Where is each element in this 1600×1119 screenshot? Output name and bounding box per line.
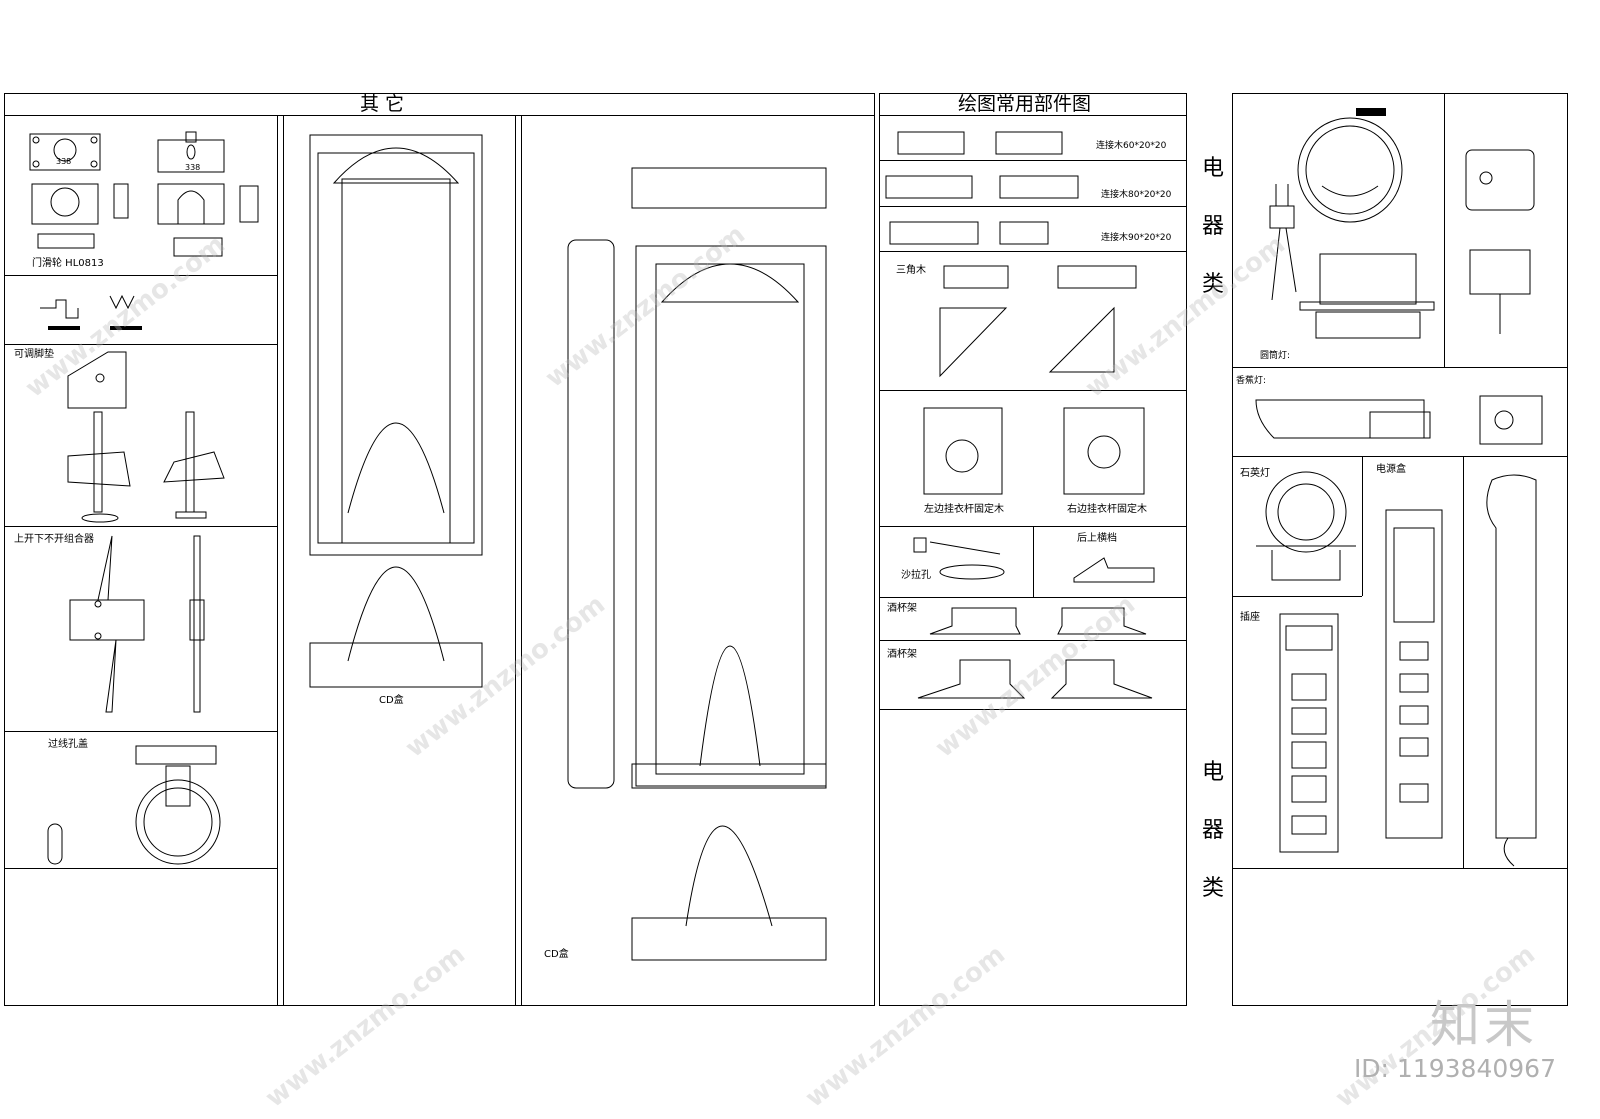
- row-line: [879, 251, 1187, 252]
- col-divider-3: [515, 115, 516, 1006]
- door-wheel-label: 门滑轮 HL0813: [32, 258, 104, 269]
- cd-rack-large-icon: [566, 166, 830, 966]
- wine-rack-label-1: 酒杯架: [887, 603, 917, 614]
- brand-logo: 知末: [1430, 996, 1538, 1054]
- connector-80-label: 连接木80*20*20: [1101, 190, 1172, 200]
- quartz-lamp-icon: [1254, 468, 1358, 592]
- row-line: [1232, 456, 1568, 457]
- wheel-number-1: 338: [56, 157, 72, 166]
- banana-lamp-label: 香蕉灯:: [1236, 376, 1267, 386]
- parts-panel: [879, 93, 1187, 1006]
- row-line: [4, 526, 277, 527]
- row-line: [4, 731, 277, 732]
- hinge-icon: [68, 534, 218, 714]
- other-title-line: [4, 115, 875, 116]
- wine-rack-label-2: 酒杯架: [887, 649, 917, 660]
- col-line: [1444, 93, 1445, 367]
- round-lamp-label: 圆筒灯:: [1260, 351, 1291, 361]
- adjustable-foot-label: 可调脚垫: [14, 349, 54, 360]
- col-divider-2: [283, 115, 284, 1006]
- triangle-wood-icon: [930, 262, 1140, 382]
- cd-box-label-2: CD盒: [544, 949, 569, 960]
- foot-pad-icon: [64, 352, 234, 524]
- right-hanger-label: 右边挂衣杆固定木: [1067, 504, 1147, 515]
- electrical-panel: [1232, 93, 1568, 1006]
- socket-icon: [1278, 612, 1340, 854]
- row-line: [4, 275, 277, 276]
- sand-hole-icon: [910, 536, 1006, 582]
- grommet-icon: [46, 744, 226, 868]
- hanger-fixer-icon: [922, 406, 1148, 500]
- brand-id: ID: 1193840967: [1353, 1054, 1556, 1083]
- quartz-lamp-label: 石英灯: [1240, 468, 1270, 479]
- row-line: [879, 597, 1187, 598]
- row-line: [1232, 367, 1568, 368]
- lamp-icon: [1270, 108, 1440, 342]
- row-line: [879, 709, 1187, 710]
- electrical-title-top: 电器类: [1201, 156, 1224, 297]
- row-line: [879, 160, 1187, 161]
- other-panel-title: 其 它: [360, 93, 405, 115]
- cd-rack-icon: [308, 133, 484, 689]
- grommet-label: 过线孔盖: [48, 739, 88, 750]
- row-line: [879, 390, 1187, 391]
- socket-label: 插座: [1240, 612, 1260, 623]
- power-bar-icon: [1478, 468, 1548, 868]
- connector-icon: [884, 118, 1084, 248]
- row-line: [879, 640, 1187, 641]
- sand-hole-label: 沙拉孔: [901, 570, 931, 581]
- triangle-wood-label: 三角木: [896, 265, 926, 276]
- col-divider-1: [277, 115, 278, 1006]
- power-box-label: 电源盒: [1376, 464, 1406, 475]
- electrical-title-bottom: 电器类: [1201, 760, 1224, 901]
- power-strip-icon: [1384, 508, 1444, 840]
- parts-panel-title: 绘图常用部件图: [958, 93, 1092, 115]
- connector-90-label: 连接木90*20*20: [1101, 233, 1172, 243]
- col-divider-4: [521, 115, 522, 1006]
- wine-rack-icon-2: [916, 658, 1156, 704]
- banana-lamp-icon: [1254, 390, 1550, 448]
- wheel-number-2: 338: [185, 163, 201, 172]
- col-line: [1463, 456, 1464, 868]
- left-hanger-label: 左边挂衣杆固定木: [924, 504, 1004, 515]
- col-line: [1362, 456, 1363, 596]
- parts-title-line: [879, 115, 1187, 116]
- downlight-icon: [1464, 148, 1536, 338]
- flap-combiner-label: 上开下不开组合器: [14, 534, 94, 545]
- row-line: [4, 344, 277, 345]
- wine-rack-icon-1: [928, 604, 1150, 638]
- profile-detail-icon: [30, 288, 142, 330]
- row-line: [4, 868, 277, 869]
- door-wheel-icon: [28, 130, 268, 260]
- row-line: [1232, 596, 1362, 597]
- row-line: [879, 206, 1187, 207]
- back-rail-icon: [1064, 550, 1164, 592]
- col-line: [1033, 526, 1034, 597]
- other-panel: [4, 93, 875, 1006]
- back-rail-label: 后上横档: [1077, 533, 1117, 544]
- plug-icon: [1266, 182, 1306, 302]
- cd-box-label-1: CD盒: [379, 695, 404, 706]
- connector-60-label: 连接木60*20*20: [1096, 141, 1167, 151]
- row-line: [1232, 868, 1568, 869]
